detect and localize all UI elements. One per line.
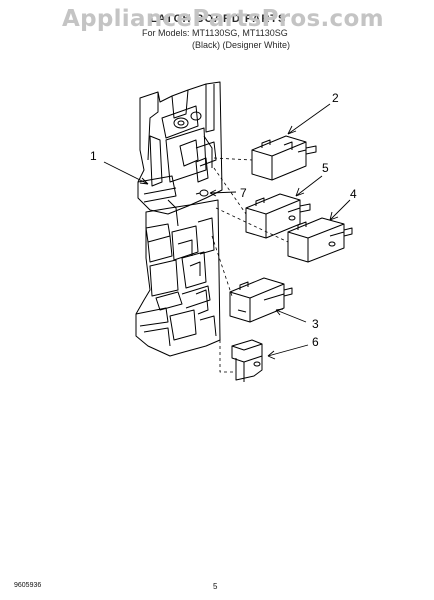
- callout-7: 7: [240, 186, 247, 200]
- color-variant: (Black) (Designer White): [192, 40, 291, 50]
- document-code: 9605936: [14, 582, 42, 589]
- callout-3: 3: [312, 317, 319, 331]
- leader-lines: [103, 103, 351, 360]
- actuator-part: [231, 339, 263, 382]
- assembly-guides: [211, 157, 289, 373]
- switch-part-2: [251, 135, 317, 181]
- latch-board-part: [135, 81, 223, 357]
- callout-6: 6: [312, 335, 319, 349]
- screw-part: [195, 189, 209, 197]
- model-subtitle: For Models: MT1130SG, MT1130SG: [142, 28, 288, 38]
- callout-2: 2: [332, 91, 339, 105]
- switch-part-3: [229, 277, 293, 323]
- callout-4: 4: [350, 187, 357, 201]
- switch-part-5: [245, 193, 311, 239]
- page-title: LATCH BOARD PARTS: [150, 13, 287, 25]
- callout-1: 1: [90, 149, 97, 163]
- switch-part-4: [287, 217, 353, 263]
- page-number: 5: [213, 582, 218, 591]
- watermark: AppliancePartsPros.com: [62, 6, 384, 32]
- callout-5: 5: [322, 161, 329, 175]
